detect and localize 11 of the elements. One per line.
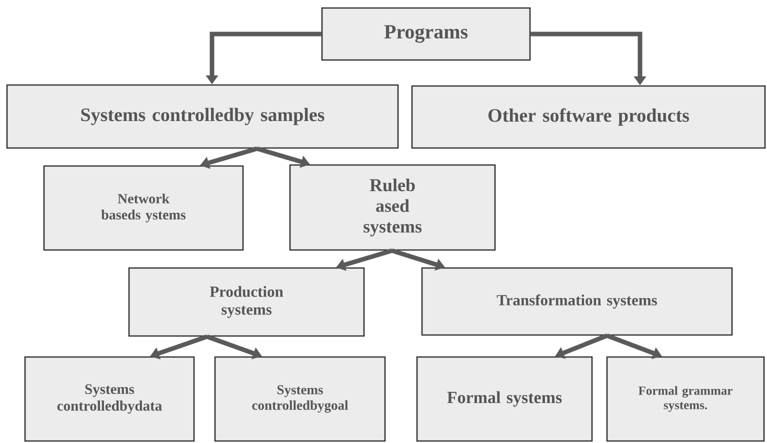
- box: Transformation systems: [421, 267, 733, 336]
- box: Production systems: [128, 267, 365, 337]
- box: Ruleb ased systems: [289, 164, 496, 251]
- box: Systems controlledby samples: [6, 84, 399, 149]
- box: Formal systems: [416, 356, 593, 442]
- box: Network baseds ystems: [43, 165, 244, 251]
- box: Programs: [321, 7, 531, 61]
- box: Systems controlledbydata: [24, 356, 195, 442]
- box: Systems controlledbygoal: [214, 356, 386, 442]
- box: Formal grammar systems.: [606, 356, 765, 442]
- box: Other software products: [411, 85, 766, 149]
